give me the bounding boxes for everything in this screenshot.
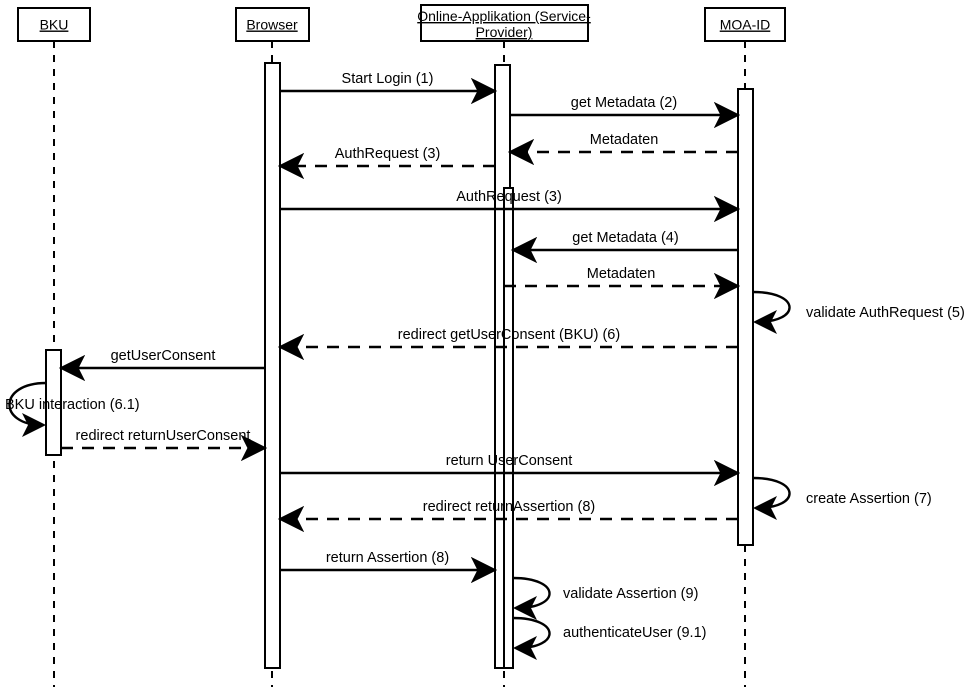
- self-message-3: create Assertion (7): [752, 476, 932, 520]
- self-message-4: validate Assertion (9): [512, 576, 698, 620]
- message-label-6: get Metadata (4): [572, 230, 678, 246]
- message-8: redirect getUserConsent (BKU) (6): [277, 327, 738, 361]
- actor-box-oa[interactable]: [420, 4, 589, 42]
- actor-label-moaid: MOA-ID: [720, 17, 771, 33]
- activation-bar-browser: [264, 62, 281, 669]
- actor-header-moaid[interactable]: MOA-ID: [704, 7, 786, 42]
- actor-headers-layer: BKU Browser Online-Applikation (Service-Pr…: [17, 4, 786, 42]
- message-1: Start Login (1): [280, 71, 498, 105]
- self-message-arrow-5: [512, 616, 551, 660]
- message-12: redirect returnAssertion (8): [277, 499, 738, 533]
- message-label-8: redirect getUserConsent (BKU) (6): [398, 327, 620, 343]
- message-label-10: redirect returnUserConsent: [76, 428, 251, 444]
- message-3: Metadaten: [507, 132, 738, 166]
- message-label-1: Start Login (1): [342, 71, 434, 87]
- actor-header-oa[interactable]: Online-Applikation (Service-Provider): [417, 4, 591, 42]
- message-4: AuthRequest (3): [277, 146, 495, 180]
- message-7: Metadaten: [504, 266, 741, 300]
- messages-layer: Start Login (1) get Metadata (2) Metadaten…: [58, 71, 741, 584]
- activation-bar-moaid: [737, 88, 754, 546]
- activation-bar-oa: [503, 187, 514, 669]
- self-message-arrow-1: [752, 290, 791, 334]
- message-11: return UserConsent: [280, 453, 741, 487]
- self-message-label-2: BKU interaction (6.1): [5, 397, 140, 413]
- message-label-7: Metadaten: [587, 266, 656, 282]
- self-message-arrow-2: [8, 381, 47, 437]
- self-message-arrow-4: [512, 576, 551, 620]
- message-label-13: return Assertion (8): [326, 550, 449, 566]
- actor-label-bku: BKU: [40, 17, 69, 33]
- message-5: AuthRequest (3): [280, 189, 741, 223]
- message-label-9: getUserConsent: [111, 348, 216, 364]
- message-label-2: get Metadata (2): [571, 95, 677, 111]
- actor-box-bku[interactable]: [17, 7, 91, 42]
- actor-header-bku[interactable]: BKU: [17, 7, 91, 42]
- actor-label-browser: Browser: [246, 17, 298, 33]
- message-label-5: AuthRequest (3): [456, 189, 562, 205]
- message-2: get Metadata (2): [510, 95, 741, 129]
- self-message-label-3: create Assertion (7): [806, 491, 932, 507]
- message-9: getUserConsent: [58, 348, 265, 382]
- actor-box-browser[interactable]: [235, 7, 310, 42]
- self-message-arrow-3: [752, 476, 791, 520]
- self-message-label-5: authenticateUser (9.1): [563, 625, 706, 641]
- message-label-12: redirect returnAssertion (8): [423, 499, 595, 515]
- self-message-label-4: validate Assertion (9): [563, 586, 698, 602]
- message-13: return Assertion (8): [280, 550, 498, 584]
- message-6: get Metadata (4): [510, 230, 738, 264]
- self-message-2: BKU interaction (6.1): [5, 381, 140, 437]
- self-message-label-1: validate AuthRequest (5): [806, 305, 965, 321]
- message-label-11: return UserConsent: [446, 453, 573, 469]
- self-message-5: authenticateUser (9.1): [512, 616, 706, 660]
- actor-header-browser[interactable]: Browser: [235, 7, 310, 42]
- message-10: redirect returnUserConsent: [61, 428, 268, 462]
- actor-box-moaid[interactable]: [704, 7, 786, 42]
- activations-layer: [45, 62, 754, 669]
- self-messages-layer: validate AuthRequest (5) BKU interaction …: [5, 290, 965, 660]
- actor-label-oa: Online-Applikation (Service-Provider): [417, 8, 591, 40]
- activation-bar-bku: [45, 349, 62, 456]
- message-label-3: Metadaten: [590, 132, 659, 148]
- self-message-1: validate AuthRequest (5): [752, 290, 965, 334]
- message-label-4: AuthRequest (3): [335, 146, 441, 162]
